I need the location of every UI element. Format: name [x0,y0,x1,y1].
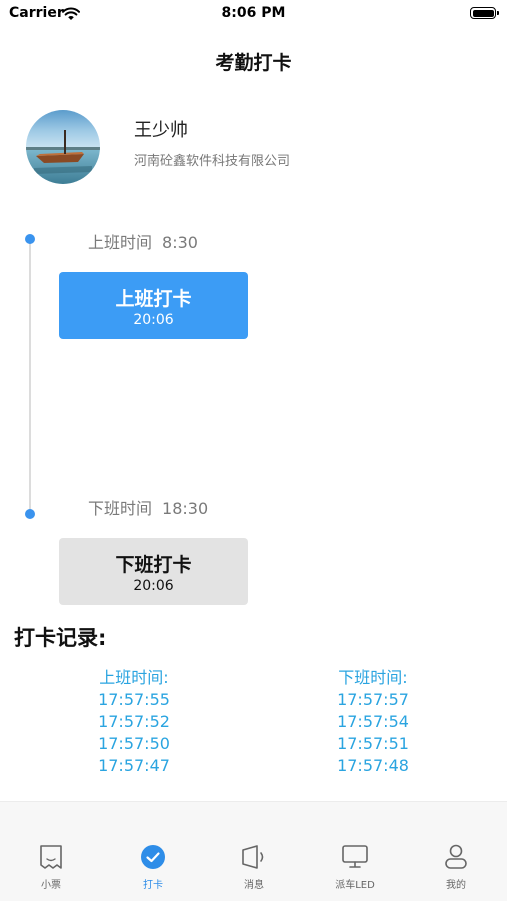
checkin-scheduled-time: 8:30 [162,233,198,252]
avatar[interactable] [26,110,100,184]
checkout-record: 17:57:54 [337,712,409,731]
tab-dispatch-led-label: 派车LED [335,880,375,891]
tab-ticket-label: 小票 [41,880,61,891]
checkout-record: 17:57:51 [337,734,409,753]
timeline-dot-checkout [25,509,35,519]
checkout-record: 17:57:48 [337,756,409,775]
checkin-record: 17:57:47 [98,756,170,775]
checkin-record: 17:57:52 [98,712,170,731]
checkout-button-label: 下班打卡 [115,554,192,576]
checkout-label-text: 下班时间 [88,499,153,518]
tab-messages[interactable]: 消息 [224,844,284,891]
checkin-button[interactable]: 上班打卡 20:06 [59,272,248,339]
checkin-records-header: 上班时间: [99,668,169,687]
monitor-icon [325,844,385,874]
tab-mine[interactable]: 我的 [426,844,486,891]
tab-messages-label: 消息 [244,880,264,891]
page-title: 考勤打卡 [215,52,292,74]
person-icon [426,844,486,874]
wifi-icon [62,6,80,25]
status-bar: Carrier 8:06 PM [0,0,507,28]
status-time: 8:06 PM [221,5,286,21]
tab-ticket[interactable]: 小票 [21,844,81,891]
records-title: 打卡记录: [14,626,107,650]
tab-checkin[interactable]: 打卡 [123,844,183,891]
timeline-dot-checkin [25,234,35,244]
tab-mine-label: 我的 [446,880,466,891]
battery-icon [470,7,499,19]
carrier-label: Carrier [9,5,64,21]
company-name: 河南砼鑫软件科技有限公司 [134,154,291,169]
tab-bar: 小票 打卡 消息 派车LED [0,801,507,901]
checkin-time-label: 上班时间 8:30 [88,229,198,253]
checkin-button-label: 上班打卡 [115,288,192,310]
checkin-records-column: 上班时间: 17:57:55 17:57:52 17:57:50 17:57:4… [54,667,214,777]
tab-dispatch-led[interactable]: 派车LED [325,844,385,891]
checkout-time-label: 下班时间 18:30 [88,495,208,519]
checkout-button[interactable]: 下班打卡 20:06 [59,538,248,605]
checkin-label-text: 上班时间 [88,233,153,252]
tab-checkin-label: 打卡 [143,880,163,891]
check-circle-icon [123,844,183,874]
user-name: 王少帅 [134,120,188,141]
timeline-line [29,238,31,514]
checkin-button-time: 20:06 [133,312,174,328]
checkout-records-header: 下班时间: [338,668,408,687]
checkout-button-time: 20:06 [133,578,174,594]
checkin-record: 17:57:50 [98,734,170,753]
ticket-icon [21,844,81,874]
checkout-scheduled-time: 18:30 [162,499,209,518]
speaker-icon [224,844,284,874]
checkout-records-column: 下班时间: 17:57:57 17:57:54 17:57:51 17:57:4… [293,667,453,777]
checkin-record: 17:57:55 [98,690,170,709]
checkout-record: 17:57:57 [337,690,409,709]
